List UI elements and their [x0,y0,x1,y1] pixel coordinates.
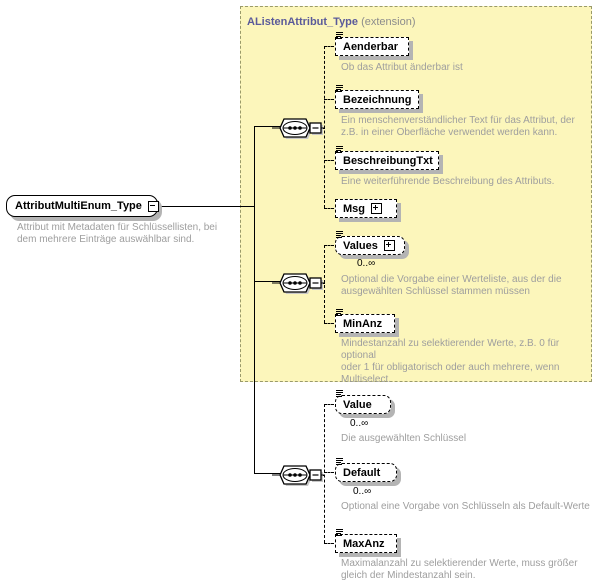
element-value-doc: Die ausgewählten Schlüssel [341,433,467,444]
element-value-label: Value [343,398,372,411]
element-maxanz-doc: Maximalanzahl zu selektierender Werte, m… [341,558,578,581]
element-value-cardinality: 0..∞ [350,418,369,429]
element-values-expand-toggle[interactable] [383,240,395,251]
element-aenderbar[interactable]: Aenderbar [335,32,409,56]
element-attribute-icon [335,458,344,466]
element-attribute-icon [335,529,344,537]
element-maxanz-label: MaxAnz [343,537,385,550]
element-attribute-icon [335,231,344,239]
branch-to-sequence-2 [254,281,282,282]
group3-dashed-spine [324,404,325,543]
element-attribute-icon [335,32,344,40]
branch-to-sequence-3 [254,473,282,474]
element-bezeichnung-label: Bezeichnung [343,93,412,106]
group3-branch-maxanz [324,543,334,544]
extension-title-text: AListenAttribut_Type [247,16,359,28]
element-aenderbar-doc: Ob das Attribut änderbar ist [341,62,463,73]
root-type-label: AttributMultiEnum_Type [15,200,142,212]
group2-branch-minanz [324,323,334,324]
element-minanz[interactable]: MinAnz [335,309,395,333]
element-minanz-label: MinAnz [343,317,383,330]
element-beschreibungtxt-doc: Eine weiterführende Beschreibung des Att… [341,176,555,187]
element-msg-expand-toggle[interactable] [371,203,382,214]
group1-dashed-spine [324,46,325,208]
group1-branch-aenderbar [324,46,334,47]
element-maxanz[interactable]: MaxAnz [335,529,397,553]
element-attribute-icon [335,309,344,317]
element-beschreibungtxt[interactable]: BeschreibungTxt [335,146,439,170]
element-minanz-doc: Mindestanzahl zu selektierender Werte, z… [341,338,560,385]
element-attribute-icon [335,146,344,154]
element-default[interactable]: Default [335,458,397,482]
element-value[interactable]: Value [335,390,391,414]
group1-branch-beschreibungtxt [324,160,334,161]
group1-branch-msg [324,208,334,209]
element-attribute-icon [335,390,344,398]
group1-branch-bezeichnung [324,99,334,100]
root-type-box[interactable]: AttributMultiEnum_Type [6,195,159,217]
extension-region [240,6,592,382]
sequence-compositor-2[interactable] [272,270,324,294]
sequence-compositor-1[interactable] [272,115,324,139]
element-attribute-icon [335,85,344,93]
element-values-label: Values [343,239,378,252]
element-msg-label: Msg [343,202,365,215]
group3-branch-default [324,472,334,473]
root-collapse-toggle[interactable] [147,200,159,212]
element-default-cardinality: 0..∞ [353,486,372,497]
root-connector-stub [159,206,255,207]
element-default-doc: Optional eine Vorgabe von Schlüsseln als… [341,501,590,512]
extension-kind-text: (extension) [361,16,416,28]
root-type-doc: Attribut mit Metadaten für Schlüssellist… [17,222,218,245]
extension-title: AListenAttribut_Type (extension) [247,16,416,28]
sequence-compositor-3[interactable] [272,462,324,486]
element-values-doc: Optional die Vorgabe einer Werteliste, a… [341,274,562,297]
element-bezeichnung[interactable]: Bezeichnung [335,85,419,109]
element-values-cardinality: 0..∞ [357,258,376,269]
element-bezeichnung-doc: Ein menschenverständlicher Text für das … [341,115,575,138]
group3-branch-value [324,404,334,405]
group2-branch-values [324,245,334,246]
element-beschreibungtxt-label: BeschreibungTxt [343,154,433,167]
root-connector-spine [254,126,255,474]
group2-dashed-spine [324,245,325,323]
branch-to-sequence-1 [254,126,282,127]
element-default-label: Default [343,466,381,479]
element-msg[interactable]: Msg [335,199,397,218]
element-aenderbar-label: Aenderbar [343,40,399,53]
element-values[interactable]: Values [335,231,405,255]
